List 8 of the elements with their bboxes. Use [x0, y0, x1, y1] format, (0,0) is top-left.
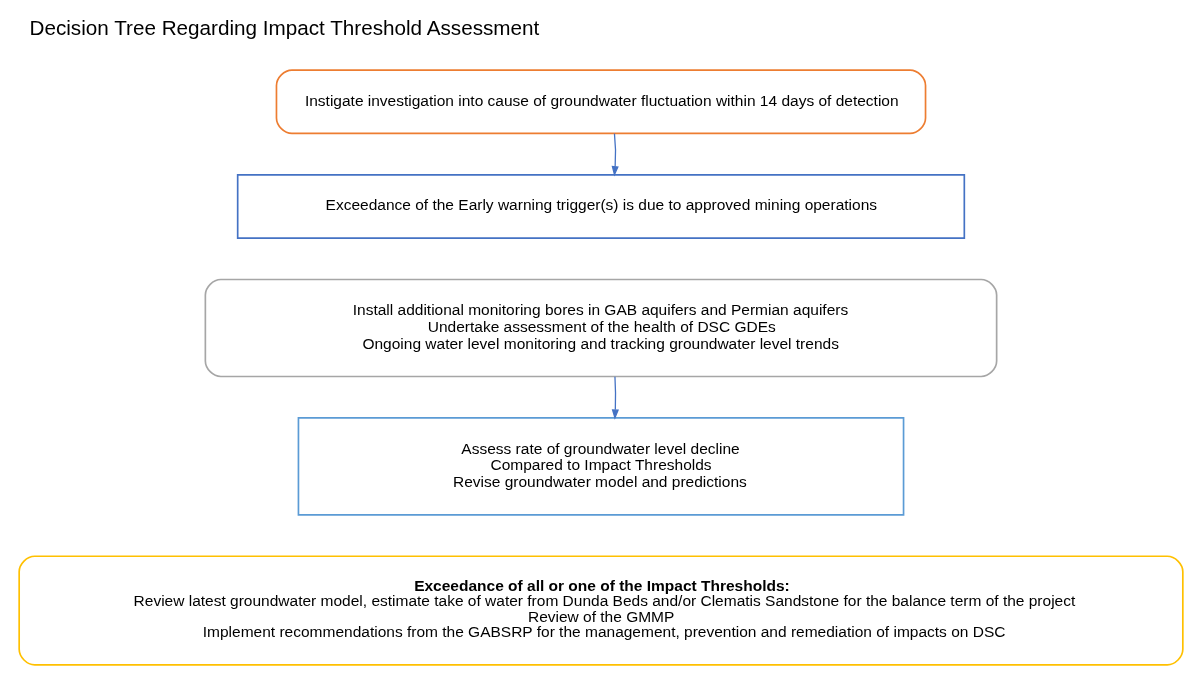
arrow — [611, 133, 619, 177]
node-box: Instigate investigation into cause of groundwater fluctuation within 14 days of detection — [275, 69, 927, 135]
node-box: Exceedance of the Early warning trigger(s) is due to approved mining operations — [236, 173, 966, 239]
node-box: Exceedance of all or one of the Impact Thresholds: Review latest groundwater model, estimate take of water from Dunda Beds and/or Clematis Sandstone for the balance term of the project Review of the GMMP Implement recommendations from the GABSRP for the management, prevention and remediation of impacts on DSC — [18, 555, 1184, 666]
node-box: Install additional monitoring bores in GAB aquifers and Permian aquifers Undertake assessment of the health of DSC GDEs Ongoing water level monitoring and tracking groundwater level trends — [204, 278, 998, 378]
diagram-title: Decision Tree Regarding Impact Threshold Assessment — [29, 15, 540, 39]
node-box: Assess rate of groundwater level decline Compared to Impact Thresholds Revise groundwater model and predictions — [297, 417, 905, 516]
arrow — [611, 376, 619, 420]
